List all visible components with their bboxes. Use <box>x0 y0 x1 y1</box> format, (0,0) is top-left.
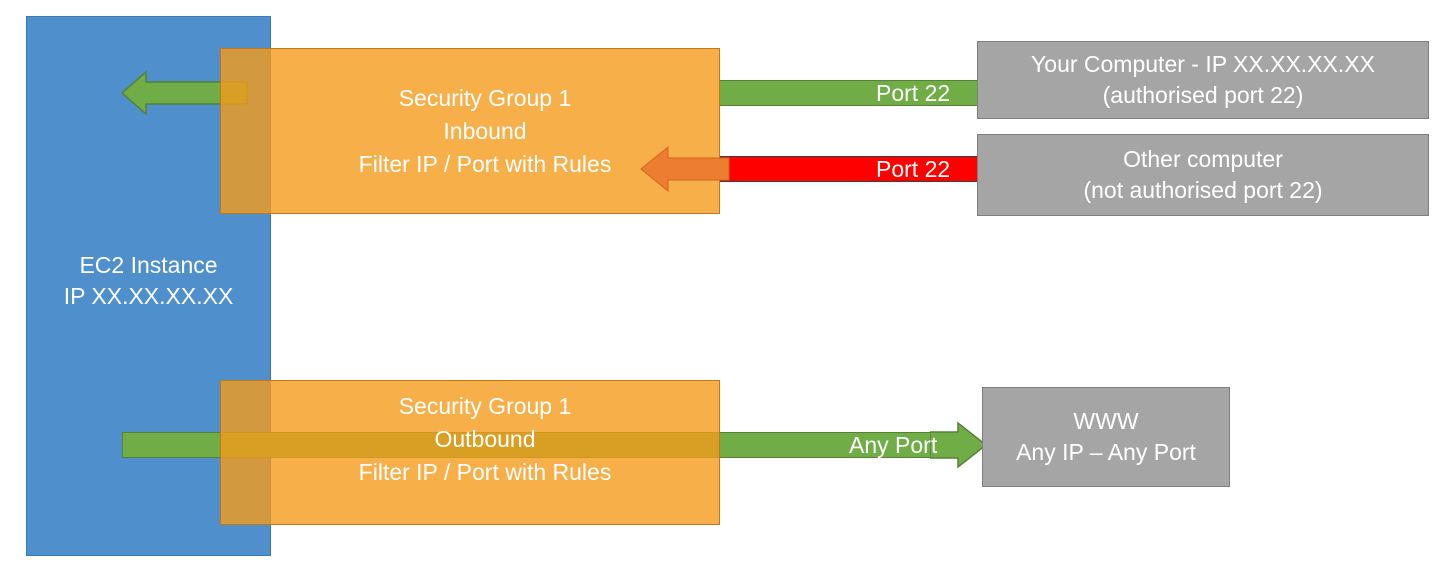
security-group-outbound-box <box>220 380 720 525</box>
endpoint-your-computer: Your Computer - IP XX.XX.XX.XX (authoris… <box>977 41 1429 119</box>
endpoint-www: WWW Any IP – Any Port <box>982 387 1230 487</box>
security-group-inbound-box <box>220 48 720 214</box>
denied-inbound-port-label: Port 22 <box>876 156 951 182</box>
outbound-port-label: Any Port <box>849 432 938 458</box>
denied-inbound-connector <box>719 156 978 182</box>
ec2-instance-label: EC2 Instance IP XX.XX.XX.XX <box>63 252 234 309</box>
outbound-traffic-arrow-icon <box>930 421 988 469</box>
endpoint-other-computer: Other computer (not authorised port 22) <box>977 134 1429 216</box>
blocked-traffic-arrow-icon <box>640 145 730 193</box>
allowed-inbound-connector <box>719 80 978 106</box>
allowed-inbound-port-label: Port 22 <box>876 80 951 106</box>
